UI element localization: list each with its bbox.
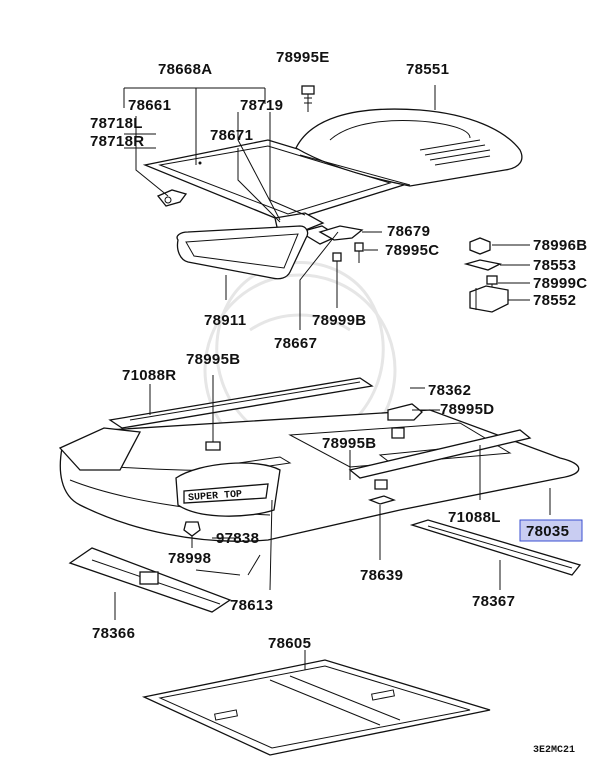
label-78362[interactable]: 78362 [428,382,471,399]
label-78639[interactable]: 78639 [360,567,403,584]
label-78671[interactable]: 78671 [210,127,253,144]
label-78718r[interactable]: 78718R [90,133,144,150]
label-78605[interactable]: 78605 [268,635,311,652]
label-78998[interactable]: 78998 [168,550,211,567]
bolt-78995d [391,427,405,439]
rail-78366 [68,547,232,613]
label-78995c[interactable]: 78995C [385,242,439,259]
label-78719[interactable]: 78719 [240,97,283,114]
weatherstrip [176,225,309,280]
bolt-78999b [332,252,342,300]
part-labels: 78668A 78995E 78551 78661 78719 78718L 7… [90,49,587,756]
pad-78362 [387,403,423,421]
front-cover [58,427,142,471]
label-78661[interactable]: 78661 [128,97,171,114]
bracket-78679 [318,225,364,241]
label-78679[interactable]: 78679 [387,223,430,240]
label-71088l[interactable]: 71088L [448,509,501,526]
label-71088r[interactable]: 71088R [122,367,176,384]
emblem-text: SUPER TOP [188,489,243,504]
leader-lines [114,85,551,670]
label-78995b-top[interactable]: 78995B [186,351,240,368]
latch-handle [156,189,188,207]
label-78999b[interactable]: 78999B [312,312,366,329]
super-top-emblem: SUPER TOP [175,462,281,517]
label-78367[interactable]: 78367 [472,593,515,610]
bolt-78995b-top [205,375,221,451]
clip-78639 [367,495,397,505]
label-78366[interactable]: 78366 [92,625,135,642]
label-78995e[interactable]: 78995E [276,49,330,66]
label-78551[interactable]: 78551 [406,61,449,78]
label-78035[interactable]: 78035 [526,523,569,540]
label-78996b[interactable]: 78996B [533,237,587,254]
nut-78996b [469,237,491,255]
washer-78553 [463,259,502,271]
label-78552[interactable]: 78552 [533,292,576,309]
headliner-78605 [141,659,491,756]
label-78718l[interactable]: 78718L [90,115,143,132]
label-78668a[interactable]: 78668A [158,61,212,78]
clip-97838 [183,521,201,548]
label-78613[interactable]: 78613 [230,597,273,614]
sunroof-shell [295,108,523,187]
label-78999c[interactable]: 78999C [533,275,587,292]
label-78911[interactable]: 78911 [204,312,246,329]
label-78667[interactable]: 78667 [274,335,317,352]
roof-panel [59,409,580,542]
label-78553[interactable]: 78553 [533,257,576,274]
label-78995d[interactable]: 78995D [440,401,494,418]
highlight-78035 [519,519,583,542]
trim-strip-l [348,429,532,479]
bolt-78995b-mid [374,479,388,490]
rail-78367 [409,519,582,576]
label-78995b-mid[interactable]: 78995B [322,435,376,452]
bolt-78995c [354,242,364,263]
label-97838[interactable]: 97838 [216,530,259,547]
trim-strip-r [108,377,374,429]
bolt-78995e [301,85,315,112]
latch-bracket [469,285,509,313]
diagram-code: 3E2MC21 [533,745,575,756]
